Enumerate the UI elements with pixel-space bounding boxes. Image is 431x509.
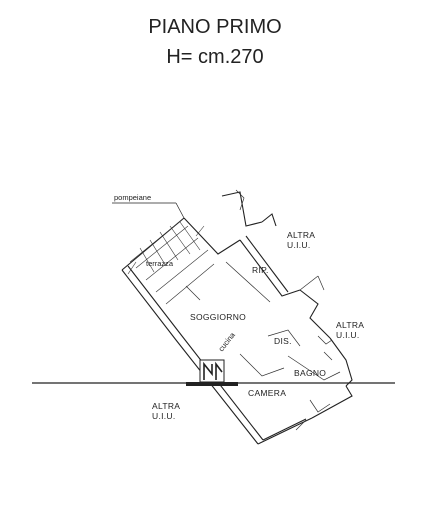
label-bagno: BAGNO [294,368,326,378]
neighbor-top-right-line2: U.I.U. [287,240,311,250]
terrace-pergola-hatch [127,219,215,305]
label-camera: CAMERA [248,388,286,398]
neighbor-right-line1: ALTRA [336,320,364,330]
label-dis: DIS. [274,336,292,346]
label-pompeiane: pompeiane [114,193,151,202]
neighbor-bottom-left-line1: ALTRA [152,401,180,411]
pompeiane-leader-tick [175,202,185,219]
label-rip: RIP. [252,265,269,275]
apartment-outline [121,189,353,445]
neighbor-bottom-left-line2: U.I.U. [152,411,176,421]
neighbor-right-line2: U.I.U. [336,330,360,340]
watermark-logo [186,359,238,386]
label-soggiorno: SOGGIORNO [190,312,246,322]
label-terrazza: terrazza [146,259,174,268]
plan-title: PIANO PRIMO [148,16,281,38]
neighbor-top-right-line1: ALTRA [287,230,315,240]
label-cucina: cucina [216,330,237,353]
plan-height: H= cm.270 [166,46,263,68]
